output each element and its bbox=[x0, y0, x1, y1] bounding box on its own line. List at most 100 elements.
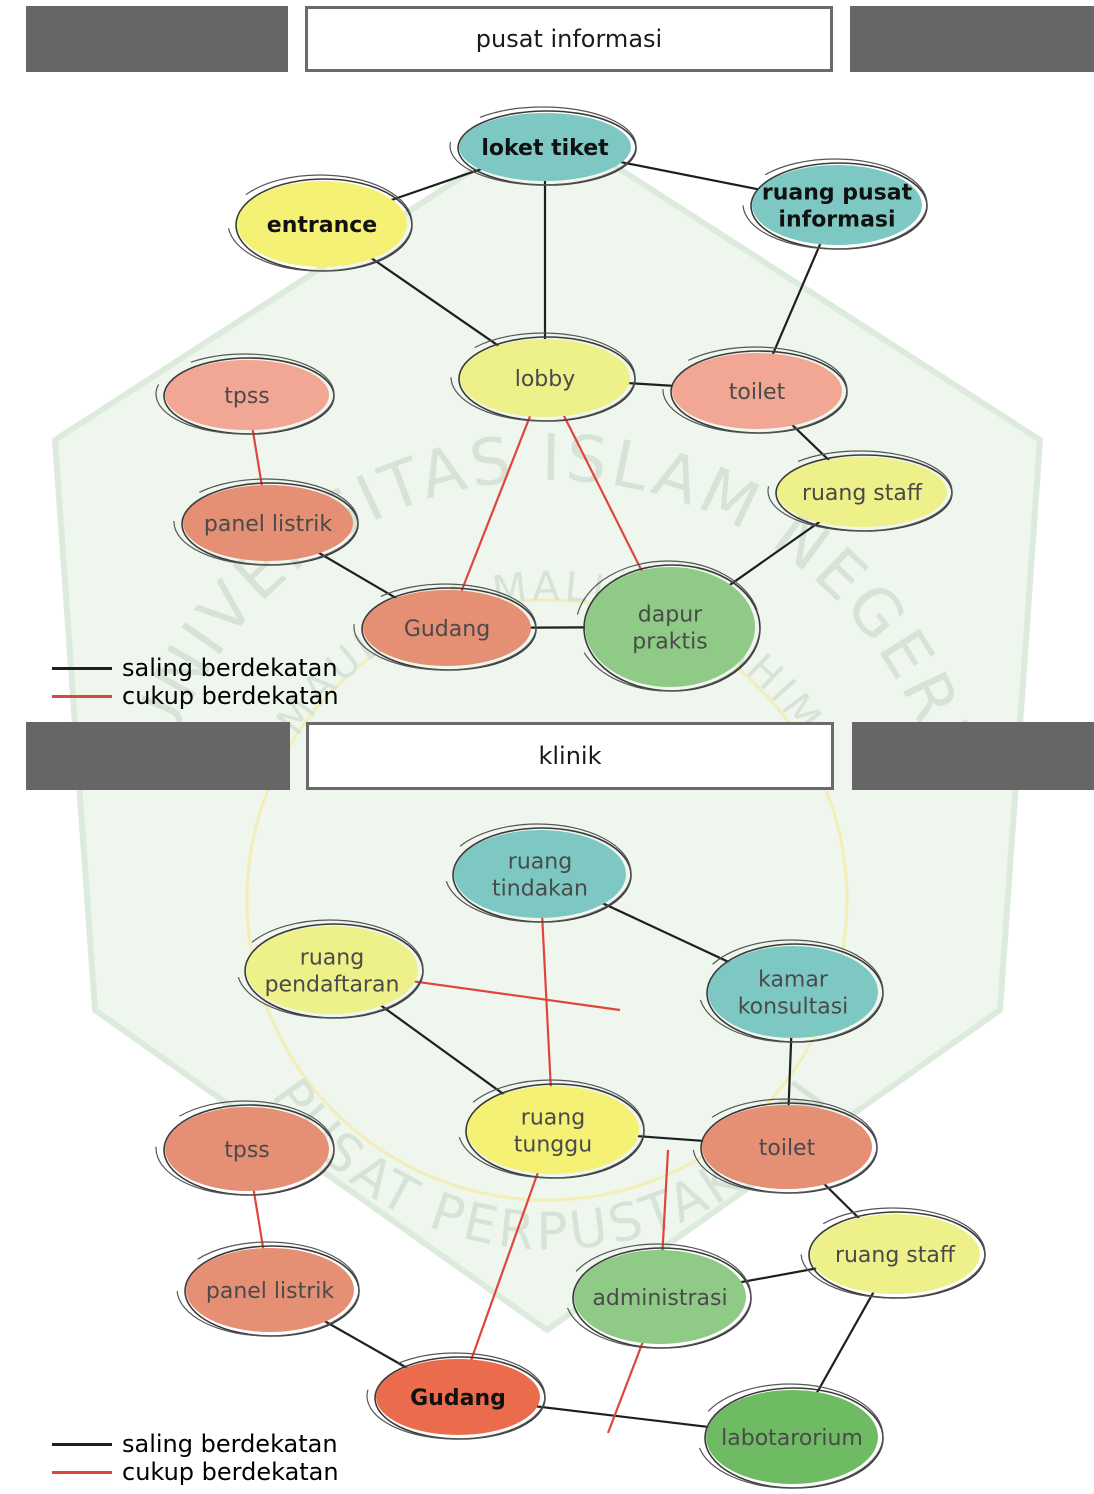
node-outline-sketch bbox=[698, 939, 884, 1043]
node-label: pendaftaran bbox=[265, 973, 400, 998]
node-label: toilet bbox=[759, 1136, 816, 1161]
node-label: administrasi bbox=[592, 1286, 727, 1311]
node-fill bbox=[459, 113, 631, 181]
section-title-klinik: klinik bbox=[306, 722, 834, 790]
node-outline-sketch bbox=[692, 1098, 878, 1194]
node-staff1: ruang staff bbox=[767, 450, 953, 532]
node-fill bbox=[702, 1105, 872, 1189]
legend-label: cukup berdekatan bbox=[122, 1458, 339, 1486]
legend-label: saling berdekatan bbox=[122, 654, 338, 682]
node-outline-sketch bbox=[444, 823, 632, 923]
node-label: ruang bbox=[508, 850, 572, 875]
node-outline-sketch bbox=[696, 1383, 884, 1489]
node-label: praktis bbox=[632, 630, 707, 655]
header-bar-right-1 bbox=[850, 6, 1094, 72]
node-outline-sketch bbox=[353, 583, 537, 671]
node-entrance: entrance bbox=[227, 174, 413, 272]
node-fill bbox=[363, 590, 531, 666]
node-lobby: lobby bbox=[450, 332, 636, 422]
node-fill bbox=[672, 353, 842, 429]
node-outline-sketch bbox=[227, 174, 413, 272]
node-tpss1: tpss bbox=[155, 353, 335, 435]
node-fill bbox=[708, 946, 878, 1038]
node-tpss2: tpss bbox=[155, 1100, 335, 1196]
node-outline-sketch bbox=[449, 106, 637, 186]
legend-klinik: saling berdekatan cukup berdekatan bbox=[52, 1430, 339, 1486]
node-gudang2: Gudang bbox=[366, 1352, 546, 1440]
node-outline-sketch bbox=[236, 919, 424, 1019]
node-fill bbox=[246, 926, 418, 1014]
node-label: ruang bbox=[521, 1106, 585, 1131]
node-fill bbox=[454, 830, 626, 918]
node-loket: loket tiket bbox=[449, 106, 637, 186]
node-fill bbox=[186, 1248, 354, 1332]
node-outline-sketch bbox=[575, 560, 761, 692]
legend-label: cukup berdekatan bbox=[122, 682, 339, 710]
node-label: ruang staff bbox=[802, 481, 923, 506]
node-fill bbox=[165, 360, 329, 430]
legend-item-cukup: cukup berdekatan bbox=[52, 682, 339, 710]
red-line-swatch bbox=[52, 694, 112, 698]
edge-cukup-tunggu-gudang2 bbox=[456, 1129, 555, 1398]
black-line-swatch bbox=[52, 666, 112, 670]
header-bar-left-1 bbox=[26, 6, 288, 72]
node-fill bbox=[810, 1214, 980, 1294]
node-label: kamar bbox=[758, 968, 829, 993]
node-label: Gudang bbox=[410, 1386, 506, 1411]
legend-item-saling: saling berdekatan bbox=[52, 1430, 339, 1458]
node-label: ruang staff bbox=[835, 1243, 956, 1268]
node-outline-sketch bbox=[742, 158, 928, 250]
node-label: ruang pusat bbox=[762, 181, 913, 206]
node-staff2: ruang staff bbox=[800, 1207, 986, 1299]
legend-label: saling berdekatan bbox=[122, 1430, 338, 1458]
node-label: panel listrik bbox=[206, 1279, 335, 1304]
node-label: tunggu bbox=[514, 1133, 592, 1158]
node-fill bbox=[585, 567, 755, 687]
node-label: informasi bbox=[778, 208, 895, 233]
node-label: loket tiket bbox=[481, 136, 609, 161]
node-outline-sketch bbox=[155, 353, 335, 435]
node-label: tindakan bbox=[492, 877, 588, 902]
node-outline-sketch bbox=[155, 1100, 335, 1196]
node-admin: administrasi bbox=[564, 1243, 752, 1349]
node-outline-sketch bbox=[564, 1243, 752, 1349]
node-fill bbox=[467, 1086, 639, 1174]
node-label: tpss bbox=[224, 1138, 270, 1163]
node-fill bbox=[460, 339, 630, 417]
node-outline-sketch bbox=[457, 1079, 645, 1179]
node-label: labotarorium bbox=[721, 1426, 863, 1451]
node-toilet1: toilet bbox=[662, 346, 848, 434]
legend-item-cukup: cukup berdekatan bbox=[52, 1458, 339, 1486]
node-outline-sketch bbox=[176, 1241, 360, 1337]
node-fill bbox=[777, 457, 947, 527]
node-outline-sketch bbox=[366, 1352, 546, 1440]
node-fill bbox=[376, 1359, 540, 1435]
node-gudang1: Gudang bbox=[353, 583, 537, 671]
legend-pusat: saling berdekatan cukup berdekatan bbox=[52, 654, 339, 710]
node-fill bbox=[574, 1250, 746, 1344]
node-label: konsultasi bbox=[738, 995, 849, 1020]
node-label: ruang bbox=[300, 946, 364, 971]
node-outline-sketch bbox=[173, 478, 359, 566]
legend-item-saling: saling berdekatan bbox=[52, 654, 339, 682]
node-fill bbox=[183, 485, 353, 561]
node-fill bbox=[752, 165, 922, 245]
watermark-circle bbox=[245, 598, 849, 1202]
header-bar-right-2 bbox=[852, 722, 1094, 790]
node-label: entrance bbox=[267, 213, 377, 238]
node-outline-sketch bbox=[662, 346, 848, 434]
red-line-swatch bbox=[52, 1470, 112, 1474]
node-label: panel listrik bbox=[204, 512, 333, 537]
node-panel2: panel listrik bbox=[176, 1241, 360, 1337]
node-lab: labotarorium bbox=[696, 1383, 884, 1489]
node-label: tpss bbox=[224, 384, 270, 409]
black-line-swatch bbox=[52, 1442, 112, 1446]
section-title-pusat-informasi: pusat informasi bbox=[305, 6, 833, 72]
node-toilet2: toilet bbox=[692, 1098, 878, 1194]
